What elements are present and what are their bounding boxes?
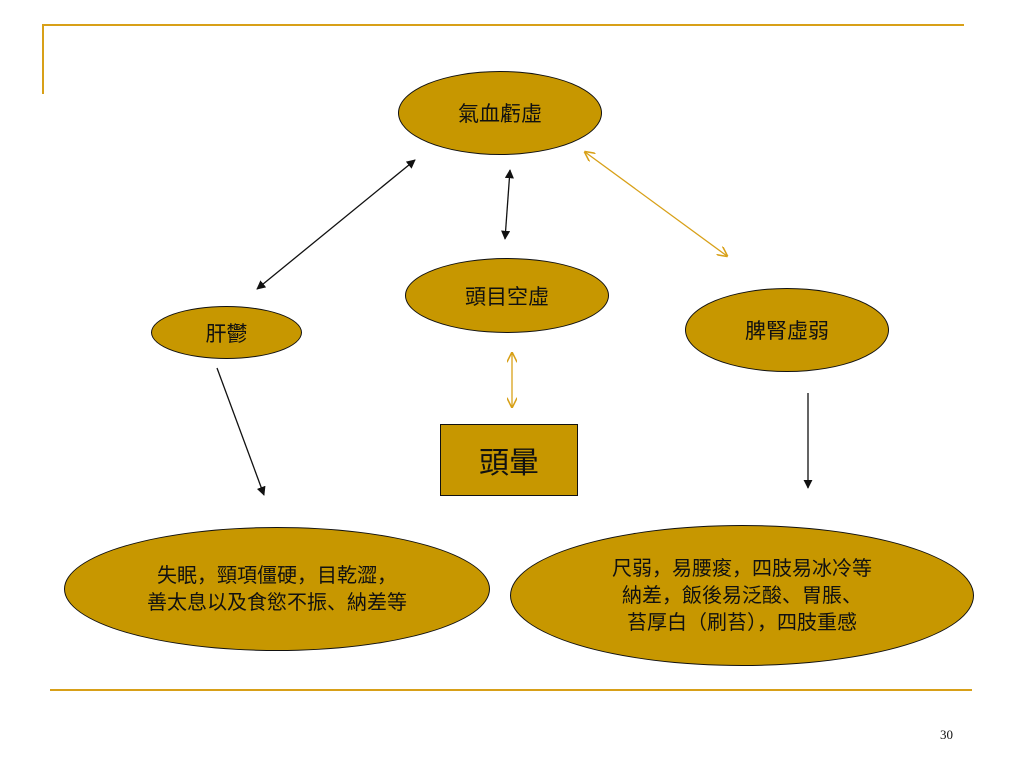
node-ganyu: 肝鬱: [151, 306, 302, 359]
node-pishen-xuruo: 脾腎虛弱: [685, 288, 889, 372]
bottom-rule: [50, 689, 972, 691]
symptoms-left-line-1: 失眠，頸項僵硬，目乾澀，: [157, 563, 397, 587]
node-touyun-label: 頭暈: [479, 446, 539, 481]
node-symptoms-left: 失眠，頸項僵硬，目乾澀， 善太息以及食慾不振、納差等: [64, 527, 490, 651]
node-toumu-kongxu: 頭目空虛: [405, 258, 609, 333]
symptoms-right-line-3: 苔厚白（刷苔），四肢重感: [627, 610, 857, 634]
node-qixue-label: 氣血虧虛: [458, 102, 542, 126]
arrow-qixue-pishen: [585, 152, 727, 256]
page-number: 30: [940, 727, 953, 742]
node-symptoms-right: 尺弱，易腰痠，四肢易冰冷等 納差，飯後易泛酸、胃脹、 苔厚白（刷苔），四肢重感: [510, 525, 974, 666]
node-qixue-kuixu: 氣血虧虛: [398, 71, 602, 155]
symptoms-left-line-2: 善太息以及食慾不振、納差等: [147, 590, 407, 614]
node-toumu-label: 頭目空虛: [465, 284, 549, 309]
left-rule: [42, 24, 44, 94]
arrow-ganyu-symptoms: [216, 367, 266, 496]
node-touyun: 頭暈: [440, 424, 578, 496]
node-pishen-label: 脾腎虛弱: [745, 319, 829, 343]
node-ganyu-label: 肝鬱: [205, 321, 248, 346]
arrow-qixue-toumu: [501, 169, 514, 240]
symptoms-right-line-1: 尺弱，易腰痠，四肢易冰冷等: [612, 556, 872, 580]
arrow-qixue-ganyu: [256, 159, 416, 290]
top-rule: [42, 24, 964, 26]
symptoms-right-line-2: 納差，飯後易泛酸、胃脹、: [622, 583, 862, 607]
